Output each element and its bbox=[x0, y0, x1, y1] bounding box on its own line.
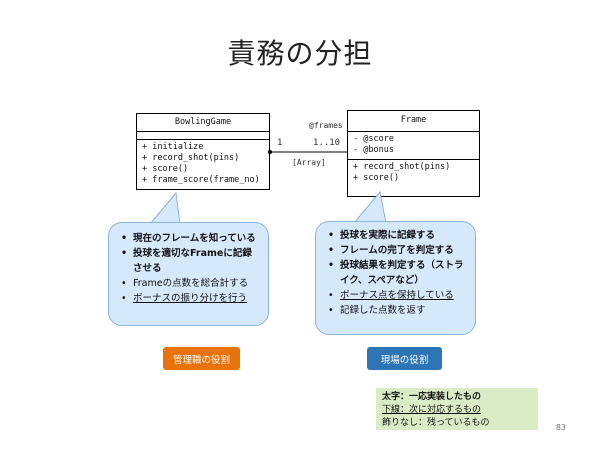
bowling-game-class: BowlingGame + initialize + record_shot(p… bbox=[136, 113, 270, 190]
right-callout-item: フレームの完了を判定する bbox=[328, 243, 469, 258]
right-callout-tail bbox=[352, 190, 387, 224]
frame-class: Frame - @score - @bonus + record_shot(pi… bbox=[347, 110, 480, 197]
right-callout-item: 記録した点数を返す bbox=[328, 303, 469, 318]
left-callout-item: 投球を適切なFrameに記録させる bbox=[121, 246, 260, 276]
operation-score: + score() bbox=[142, 164, 189, 174]
left-callout-tail bbox=[148, 191, 181, 225]
operation-record-shot: + record_shot(pins) bbox=[142, 153, 240, 163]
bowling-game-attributes bbox=[137, 132, 269, 140]
right-callout-item: 投球を実際に記録する bbox=[328, 228, 469, 243]
left-callout-item: Frameの点数を総合計する bbox=[121, 276, 260, 291]
left-responsibility-callout: 現在のフレームを知っている 投球を適切なFrameに記録させる Frameの点数… bbox=[108, 222, 269, 326]
frame-operation-score: + score() bbox=[353, 173, 400, 183]
right-callout-item-text: ボーナス点を保持している bbox=[340, 290, 454, 301]
composition-marker bbox=[268, 150, 272, 154]
page-number: 83 bbox=[555, 423, 566, 432]
bowling-game-operations: + initialize + record_shot(pins) + score… bbox=[137, 140, 269, 188]
association-type: [Array] bbox=[292, 158, 326, 167]
left-callout-item-text: ボーナスの振り分けを行う bbox=[133, 293, 248, 304]
legend-underline: 下線：次に対応するもの bbox=[382, 405, 482, 415]
left-callout-item: ボーナスの振り分けを行う bbox=[121, 291, 260, 306]
operation-frame-score: + frame_score(frame_no) bbox=[142, 175, 260, 185]
frame-operations: + record_shot(pins) + score() bbox=[348, 160, 479, 186]
attribute-score: - @score bbox=[353, 134, 394, 144]
manager-role-badge: 管理職の役割 bbox=[163, 347, 240, 370]
right-responsibility-callout: 投球を実際に記録する フレームの完了を判定する 投球結果を判定する（ストライク、… bbox=[315, 221, 476, 335]
slide-title: 責務の分担 bbox=[227, 37, 373, 70]
association-role: @frames bbox=[309, 121, 343, 130]
right-callout-item: 投球結果を判定する（ストライク、スペアなど） bbox=[328, 258, 469, 288]
attribute-bonus: - @bonus bbox=[353, 145, 394, 155]
frame-attributes: - @score - @bonus bbox=[348, 132, 479, 160]
frame-class-name: Frame bbox=[348, 111, 479, 132]
operation-initialize: + initialize bbox=[142, 142, 204, 152]
left-callout-item: 現在のフレームを知っている bbox=[121, 231, 260, 246]
worker-role-badge: 現場の役割 bbox=[367, 347, 442, 370]
legend-bold: 太字：一応実装したもの bbox=[382, 392, 482, 402]
left-multiplicity: 1 bbox=[277, 138, 283, 148]
legend-plain: 飾りなし：残っているもの bbox=[382, 418, 490, 428]
bowling-game-class-name: BowlingGame bbox=[137, 114, 269, 132]
legend-box: 太字：一応実装したもの 下線：次に対応するもの 飾りなし：残っているもの bbox=[376, 388, 538, 430]
frame-operation-record-shot: + record_shot(pins) bbox=[353, 162, 451, 172]
right-callout-item: ボーナス点を保持している bbox=[328, 288, 469, 303]
right-multiplicity: 1..10 bbox=[313, 138, 341, 148]
